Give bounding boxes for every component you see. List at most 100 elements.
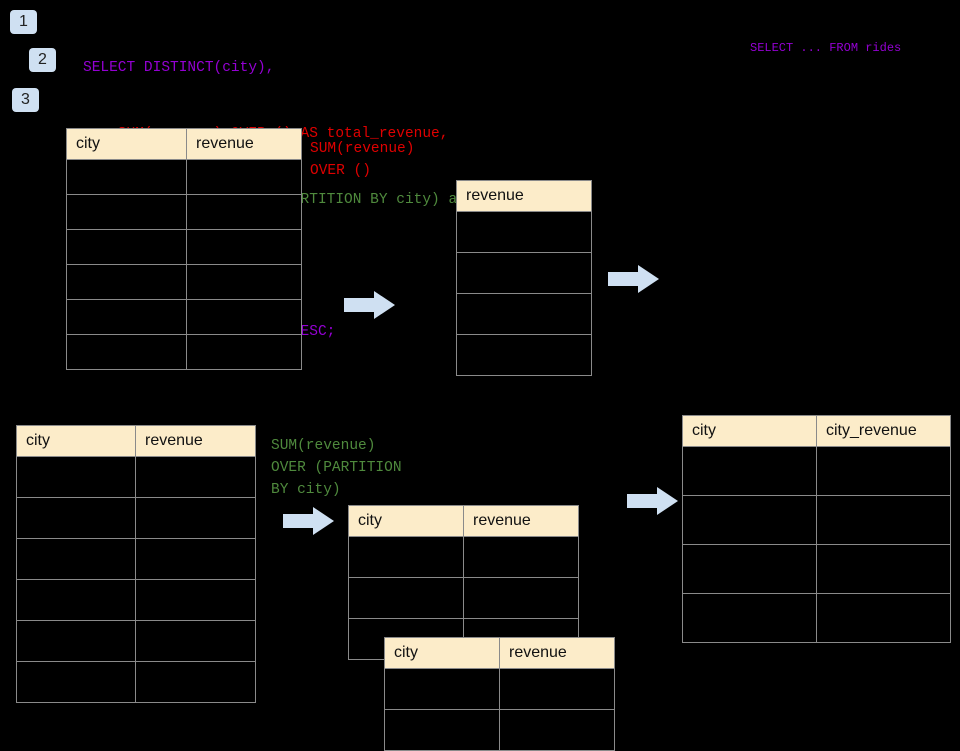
table-row (66, 299, 302, 335)
table-rides-source: city revenue (66, 128, 302, 370)
cell-revenue (463, 577, 579, 619)
sql-select-from-note: SELECT ... FROM rides (750, 41, 902, 55)
cell-revenue (135, 579, 256, 621)
table-row (16, 579, 256, 621)
table-header-row: city city_revenue (682, 415, 951, 447)
cell-revenue (135, 620, 256, 662)
column-header-city-revenue: city_revenue (816, 415, 951, 447)
table-row (66, 229, 302, 265)
table-row (384, 709, 615, 751)
column-header-revenue: revenue (135, 425, 256, 457)
table-final-result: city city_revenue (682, 415, 951, 643)
table-row (682, 446, 951, 496)
table-row (66, 264, 302, 300)
arrow-rides-to-total-icon (344, 291, 395, 319)
column-header-city: city (682, 415, 817, 447)
annotation-sum-over-empty: SUM(revenue) OVER () (310, 141, 415, 179)
cell-city (16, 456, 136, 498)
table-total-revenue: revenue (456, 180, 592, 376)
cell-city-revenue (816, 544, 951, 594)
cell-city (682, 544, 817, 594)
step-badge-3-label: 3 (21, 91, 30, 108)
cell-city (682, 446, 817, 496)
table-row (66, 334, 302, 370)
cell-revenue (186, 229, 302, 265)
arrow-partition-to-result-icon (627, 487, 678, 515)
step-badge-2: 2 (29, 48, 56, 72)
table-row (66, 159, 302, 195)
table-partition-group-front: city revenue (384, 637, 615, 751)
cell-city (66, 334, 187, 370)
cell-city (348, 536, 464, 578)
table-header-row: revenue (456, 180, 592, 212)
cell-revenue (135, 538, 256, 580)
table-row (16, 456, 256, 498)
cell-city (384, 668, 500, 710)
table-row (682, 495, 951, 545)
annotation-sum-over-partition: SUM(revenue) OVER (PARTITION BY city) (271, 438, 402, 498)
table-row (348, 577, 579, 619)
cell-revenue (463, 536, 579, 578)
table-row (682, 593, 951, 643)
cell-revenue (135, 456, 256, 498)
table-rides-source-lower: city revenue (16, 425, 256, 703)
cell-revenue (186, 194, 302, 230)
table-header-row: city revenue (384, 637, 615, 669)
column-header-city: city (384, 637, 500, 669)
cell-revenue (456, 334, 592, 376)
table-row (456, 252, 592, 294)
column-header-city: city (16, 425, 136, 457)
cell-city-revenue (816, 495, 951, 545)
cell-revenue (186, 334, 302, 370)
cell-revenue (186, 264, 302, 300)
cell-revenue (135, 497, 256, 539)
cell-city (682, 495, 817, 545)
table-header-row: city revenue (66, 128, 302, 160)
table-row (456, 211, 592, 253)
cell-city (66, 194, 187, 230)
table-row (456, 293, 592, 335)
cell-revenue (499, 709, 615, 751)
cell-revenue (499, 668, 615, 710)
column-header-city: city (66, 128, 187, 160)
cell-city (384, 709, 500, 751)
table-body (456, 211, 592, 376)
cell-city (66, 229, 187, 265)
cell-city (16, 538, 136, 580)
table-row (384, 668, 615, 710)
column-header-city: city (348, 505, 464, 537)
table-row (456, 334, 592, 376)
cell-revenue (456, 252, 592, 294)
table-body (66, 159, 302, 370)
cell-revenue (186, 159, 302, 195)
step-badge-3: 3 (12, 88, 39, 112)
cell-city (348, 577, 464, 619)
cell-revenue (456, 293, 592, 335)
arrow-total-to-result-icon (608, 265, 659, 293)
cell-city (16, 620, 136, 662)
column-header-revenue: revenue (499, 637, 615, 669)
table-header-row: city revenue (348, 505, 579, 537)
column-header-revenue: revenue (186, 128, 302, 160)
cell-city (16, 579, 136, 621)
step-badge-1-label: 1 (19, 13, 28, 30)
cell-city-revenue (816, 446, 951, 496)
column-header-revenue: revenue (456, 180, 592, 212)
table-row (348, 536, 579, 578)
cell-city (66, 159, 187, 195)
table-body (384, 668, 615, 751)
cell-city (66, 299, 187, 335)
step-badge-1: 1 (10, 10, 37, 34)
cell-revenue (186, 299, 302, 335)
cell-city (682, 593, 817, 643)
table-body (682, 446, 951, 643)
cell-city-revenue (816, 593, 951, 643)
cell-city (16, 497, 136, 539)
table-header-row: city revenue (16, 425, 256, 457)
cell-revenue (135, 661, 256, 703)
table-row (16, 620, 256, 662)
column-header-revenue: revenue (463, 505, 579, 537)
table-row (16, 661, 256, 703)
table-row (66, 194, 302, 230)
table-body (16, 456, 256, 703)
